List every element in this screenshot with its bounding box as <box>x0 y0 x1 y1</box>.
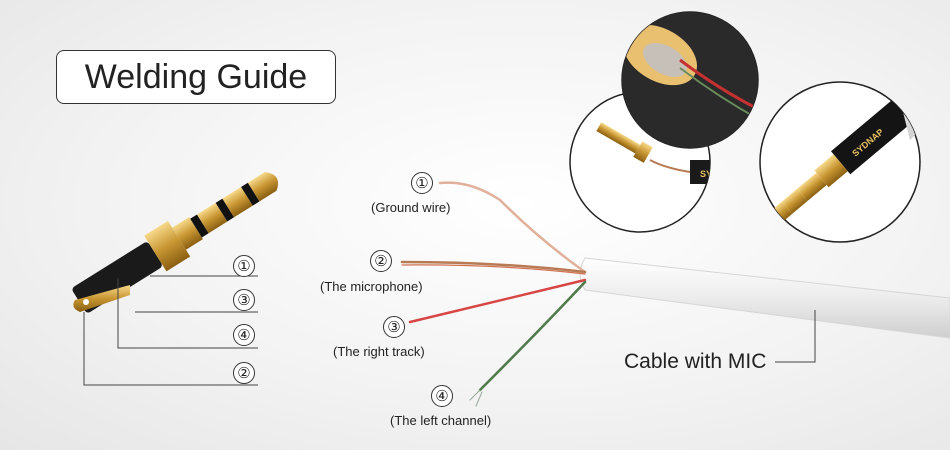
wire-label-right: (The right track) <box>333 344 425 359</box>
cable-with-mic-label: Cable with MIC <box>624 350 767 373</box>
wire-number-2: ② <box>370 250 392 272</box>
wire-label-left: (The left channel) <box>390 413 492 428</box>
ground-wire <box>438 181 587 274</box>
wire-label-ground: (Ground wire) <box>371 200 451 215</box>
wire-number-4: ④ <box>431 385 453 407</box>
cable-leader-line <box>775 310 816 363</box>
jack-plug-image <box>72 172 279 313</box>
wire-label-microphone: (The microphone) <box>320 279 423 294</box>
brand-text-small: SYDNAP <box>700 169 738 179</box>
welding-guide-title: Welding Guide <box>56 50 336 104</box>
left-channel-wire <box>478 280 587 392</box>
right-track-wire <box>408 278 587 324</box>
detail-circle-inside <box>621 11 759 149</box>
plug-marker-1: ① <box>233 255 255 277</box>
cable-image <box>579 257 950 339</box>
detail-circle-finished: SYDNAP <box>759 81 921 243</box>
wire-number-1: ① <box>411 172 433 194</box>
microphone-wire <box>400 260 587 274</box>
wire-number-3: ③ <box>383 316 405 338</box>
plug-marker-2: ② <box>233 362 255 384</box>
plug-marker-3: ③ <box>233 289 255 311</box>
plug-marker-4: ④ <box>233 324 255 346</box>
wires <box>400 181 587 407</box>
